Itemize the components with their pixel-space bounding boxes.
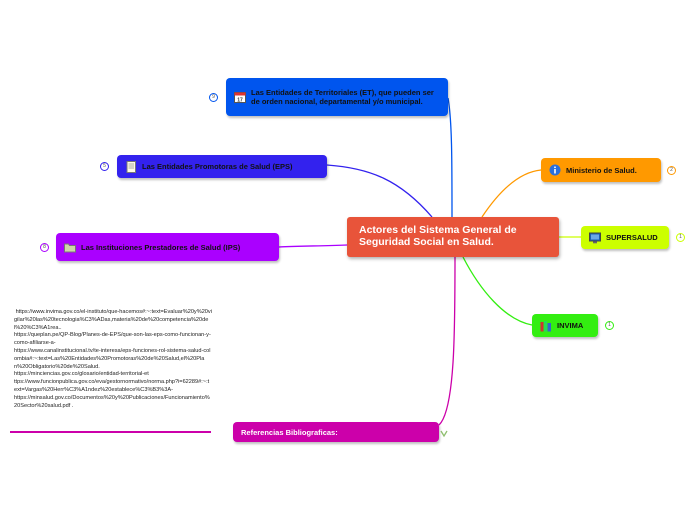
references-note: https://www.invima.gov.co/el-instituto/q… xyxy=(14,309,212,409)
collapse-chevron-icon xyxy=(440,430,448,438)
books-icon xyxy=(540,320,552,332)
node-ministerio-label: Ministerio de Salud. xyxy=(566,165,637,175)
link-invima xyxy=(462,256,533,326)
node-supersalud[interactable]: SUPERSALUD xyxy=(581,226,669,249)
calendar-icon: 17 xyxy=(234,91,246,103)
node-referencias[interactable]: Referencias Bibliograficas: xyxy=(233,422,439,442)
node-et-label: Las Entidades de Territoriales (ET), que… xyxy=(251,88,434,106)
node-invima[interactable]: INVIMA xyxy=(532,314,598,337)
link-ministerio xyxy=(481,169,542,218)
svg-text:17: 17 xyxy=(237,97,243,103)
info-icon xyxy=(549,164,561,176)
badge-ips[interactable]: 8 xyxy=(40,243,49,252)
badge-invima[interactable]: 1 xyxy=(605,321,614,330)
link-ips xyxy=(278,244,348,248)
link-eps xyxy=(326,164,433,218)
node-eps-label: Las Entidades Promotoras de Salud (EPS) xyxy=(142,162,293,171)
link-et xyxy=(447,97,453,218)
badge-et[interactable]: 9 xyxy=(209,93,218,102)
node-entidades-territoriales[interactable]: 17 Las Entidades de Territoriales (ET), … xyxy=(226,78,448,116)
document-icon xyxy=(125,160,137,173)
node-ips-label: Las Instituciones Prestadores de Salud (… xyxy=(81,242,241,252)
central-topic-label: Actores del Sistema General de Seguridad… xyxy=(359,224,517,248)
node-eps[interactable]: Las Entidades Promotoras de Salud (EPS) xyxy=(117,155,327,178)
node-ministerio[interactable]: Ministerio de Salud. xyxy=(541,158,661,182)
folder-icon xyxy=(64,241,76,253)
node-ips[interactable]: Las Instituciones Prestadores de Salud (… xyxy=(56,233,279,261)
badge-eps[interactable]: 5 xyxy=(100,162,109,171)
central-topic[interactable]: Actores del Sistema General de Seguridad… xyxy=(347,217,559,257)
link-referencias xyxy=(438,256,456,426)
node-referencias-label: Referencias Bibliograficas: xyxy=(241,427,338,437)
badge-supersalud[interactable]: 1 xyxy=(676,233,685,242)
node-supersalud-label: SUPERSALUD xyxy=(606,233,658,242)
node-invima-label: INVIMA xyxy=(557,321,584,330)
badge-ministerio[interactable]: 2 xyxy=(667,166,676,175)
monitor-icon xyxy=(589,232,601,244)
